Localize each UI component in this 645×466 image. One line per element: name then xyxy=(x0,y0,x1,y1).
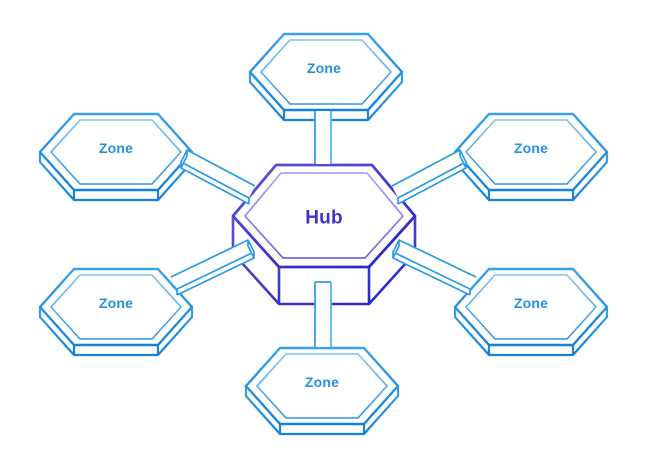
zone-label-lower-right: Zone xyxy=(514,295,548,311)
zone-label-upper-right: Zone xyxy=(514,140,548,156)
zone-node-upper-right xyxy=(453,112,609,202)
connector-edge xyxy=(392,239,477,290)
connectors xyxy=(170,111,477,347)
connector-endcap xyxy=(392,239,400,259)
connector-edge xyxy=(180,167,250,205)
zone-label-upper-left: Zone xyxy=(99,140,133,156)
zone-label-lower-left: Zone xyxy=(99,295,133,311)
connector-hub-lower-left xyxy=(170,239,255,296)
hub-outline xyxy=(231,163,417,269)
zone-label-bottom: Zone xyxy=(305,374,339,390)
connector-hub-upper-right xyxy=(391,149,467,205)
zone-node-bottom xyxy=(244,346,400,436)
connector-endcap xyxy=(247,239,255,259)
connector-edge xyxy=(170,239,255,290)
hub-node xyxy=(231,163,417,306)
zone-node-lower-left xyxy=(38,267,194,357)
zone-node-top xyxy=(248,32,404,122)
connector-edge xyxy=(397,167,467,205)
connector-edge xyxy=(180,149,256,199)
connector-hub-upper-left xyxy=(180,149,256,205)
connector-endcap xyxy=(459,149,467,169)
hub-label: Hub xyxy=(305,208,343,229)
connector-edge xyxy=(176,257,255,296)
connector-hub-bottom xyxy=(314,281,332,347)
zone-node-upper-left xyxy=(38,112,194,202)
connector-endcap xyxy=(180,149,188,169)
connector-edge xyxy=(392,257,471,296)
connector-hub-lower-right xyxy=(392,239,477,296)
connector-edge xyxy=(391,149,467,199)
zone-node-lower-right xyxy=(453,267,609,357)
hub-inner-outline xyxy=(244,172,404,259)
connector-hub-top xyxy=(314,111,332,164)
zone-label-top: Zone xyxy=(307,60,341,76)
